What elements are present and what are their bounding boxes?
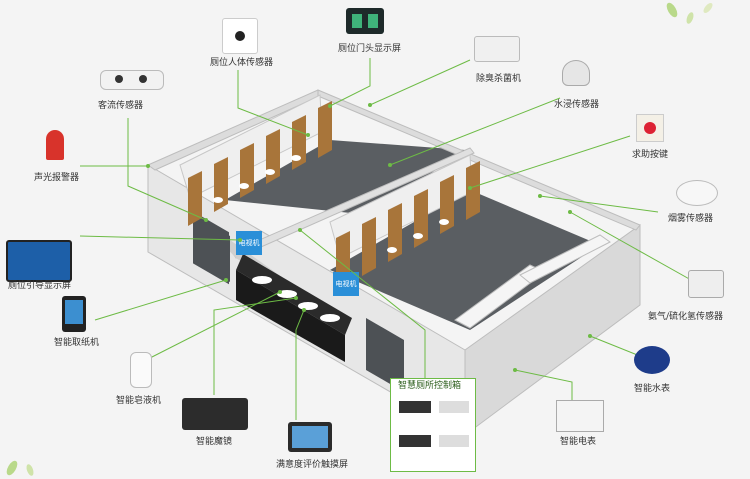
power-meter-icon <box>556 400 604 432</box>
label-survey-screen: 满意度评价触摸屏 <box>276 460 349 470</box>
deodorizer-icon <box>474 36 520 62</box>
controller-box <box>390 378 476 472</box>
label-water-sensor: 水浸传感器 <box>554 100 600 110</box>
label-passenger-sensor: 客流传感器 <box>98 101 144 111</box>
mirror-icon <box>182 398 248 430</box>
door-display-icon <box>346 8 384 34</box>
label-alarm: 声光报警器 <box>34 173 80 183</box>
paper-machine-icon <box>62 296 86 332</box>
label-controller: 智慧厕所控制箱 <box>398 381 462 391</box>
smoke-sensor-icon <box>676 180 718 206</box>
leaf-decoration <box>6 2 713 476</box>
label-mirror: 智能魔镜 <box>196 437 233 447</box>
water-sensor-icon <box>562 60 590 86</box>
passenger-sensor-icon <box>100 70 164 90</box>
label-sos-button: 求助按键 <box>632 150 669 160</box>
tv-sign-2: 电视机 <box>333 272 359 296</box>
alarm-icon <box>46 130 64 160</box>
label-smoke-sensor: 烟雾传感器 <box>668 214 714 224</box>
soap-icon <box>130 352 152 388</box>
gas-sensor-icon <box>688 270 724 298</box>
label-soap: 智能皂液机 <box>116 396 162 406</box>
label-water-meter: 智能水表 <box>634 384 671 394</box>
label-gas-sensor: 氨气/硫化氢传感器 <box>648 312 724 322</box>
label-power-meter: 智能电表 <box>560 437 597 447</box>
label-door-display: 厕位门头显示屏 <box>338 44 402 54</box>
survey-screen-icon <box>288 422 332 452</box>
stall-sensor-icon <box>222 18 258 54</box>
label-stall-sensor: 厕位人体传感器 <box>210 58 274 68</box>
sos-button-icon <box>636 114 664 142</box>
tv-sign-1: 电视机 <box>236 231 262 255</box>
label-deodorizer: 除臭杀菌机 <box>476 74 522 84</box>
water-meter-icon <box>634 346 670 374</box>
label-paper-machine: 智能取纸机 <box>54 338 100 348</box>
label-guide-display: 厕位引导显示屏 <box>8 281 72 291</box>
guide-display-icon <box>6 240 72 282</box>
